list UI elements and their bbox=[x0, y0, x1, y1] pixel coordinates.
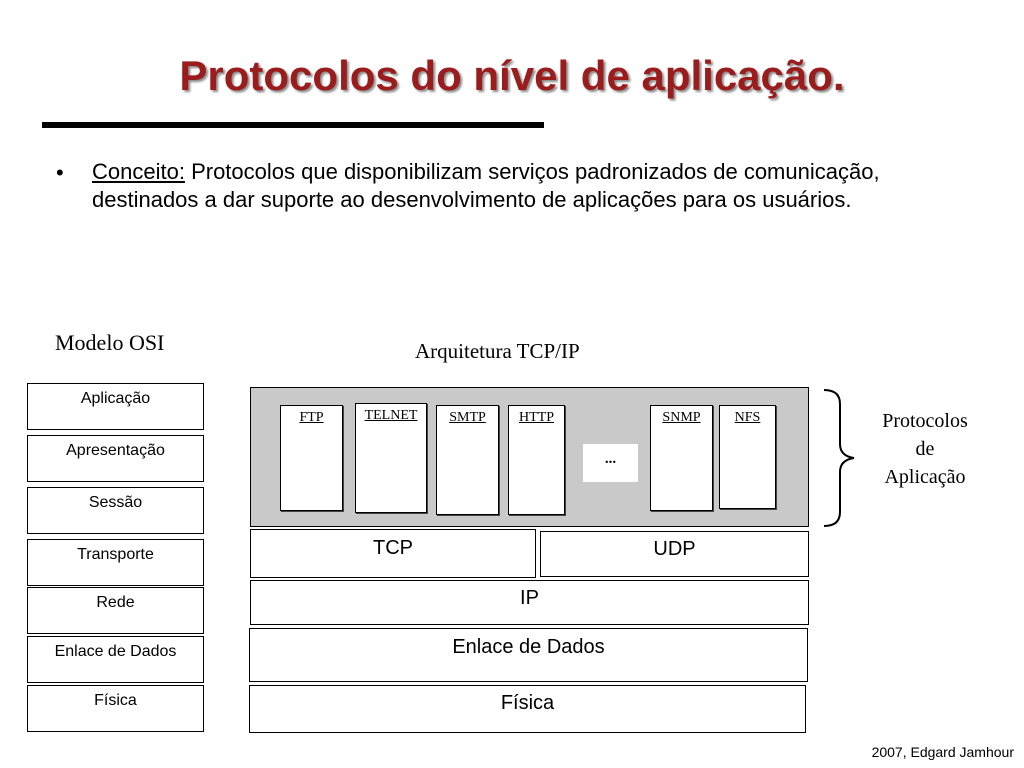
protocol-smtp: SMTP bbox=[436, 405, 499, 515]
protocol-ftp: FTP bbox=[280, 405, 343, 511]
bullet-marker: • bbox=[56, 160, 64, 185]
network-ip: IP bbox=[250, 580, 809, 625]
footer-credit: 2007, Edgard Jamhour bbox=[871, 744, 1014, 760]
slide-title: Protocolos do nível de aplicação. bbox=[179, 52, 845, 99]
application-protocols-label: Protocolos de Aplicação bbox=[855, 407, 995, 491]
osi-model-title: Modelo OSI bbox=[55, 330, 165, 355]
more-protocols-ellipsis: ... bbox=[583, 444, 638, 482]
osi-layer-physical: Física bbox=[27, 685, 204, 732]
tcpip-architecture-title: Arquitetura TCP/IP bbox=[415, 339, 580, 363]
osi-layer-application: Aplicação bbox=[27, 383, 204, 430]
protocol-nfs: NFS bbox=[719, 405, 776, 509]
app-label-line-2: de bbox=[915, 438, 935, 460]
transport-udp: UDP bbox=[540, 531, 809, 577]
osi-layer-session: Sessão bbox=[27, 487, 204, 534]
link-data-link: Enlace de Dados bbox=[249, 628, 808, 682]
title-underline bbox=[42, 122, 544, 128]
concept-term: Conceito: bbox=[92, 159, 185, 184]
physical-layer: Física bbox=[249, 685, 806, 733]
protocol-telnet: TELNET bbox=[355, 403, 427, 513]
app-label-line-3: Aplicação bbox=[884, 466, 966, 488]
protocol-snmp: SNMP bbox=[650, 405, 713, 511]
concept-definition: Protocolos que disponibilizam serviços p… bbox=[92, 159, 880, 212]
osi-layer-data-link: Enlace de Dados bbox=[27, 636, 204, 683]
transport-tcp: TCP bbox=[250, 529, 536, 578]
osi-layer-presentation: Apresentação bbox=[27, 435, 204, 482]
osi-layer-network: Rede bbox=[27, 587, 204, 634]
app-label-line-1: Protocolos bbox=[882, 410, 968, 432]
concept-bullet: Conceito: Protocolos que disponibilizam … bbox=[92, 158, 962, 214]
osi-layer-transport: Transporte bbox=[27, 539, 204, 586]
protocol-http: HTTP bbox=[508, 405, 565, 515]
curly-brace-icon bbox=[823, 389, 855, 527]
